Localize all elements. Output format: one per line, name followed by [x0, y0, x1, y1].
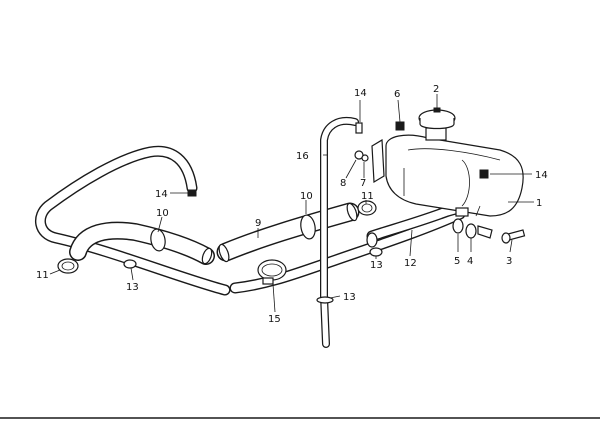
- callout-15: 15: [268, 314, 281, 325]
- callout-2: 2: [433, 84, 439, 95]
- mounting-bracket: [354, 121, 405, 184]
- callout-16: 16: [296, 151, 309, 162]
- callout-14-left: 14: [155, 189, 168, 200]
- lower-hose-left: [69, 221, 215, 265]
- fitting-14-top: [355, 122, 363, 134]
- fitting-14-right: [479, 169, 489, 179]
- hose-clamp-15: [257, 259, 287, 285]
- callout-6: 6: [394, 89, 400, 100]
- callout-14-right: 14: [535, 170, 548, 181]
- hose-clamp-13a: [123, 259, 137, 269]
- hose-clamp: [300, 214, 316, 240]
- hose-clamp-11-left: [57, 258, 79, 274]
- expansion-tank: [385, 127, 524, 217]
- washers-bolt: [452, 218, 526, 244]
- callout-9: 9: [255, 218, 261, 229]
- callout-13-bottom: 13: [343, 292, 356, 303]
- callout-1: 1: [536, 198, 542, 209]
- callouts: 1 2 3 4 5 6 7 8 9 10 10 11 11 12 13 13 1…: [36, 84, 548, 325]
- callout-5: 5: [454, 256, 460, 267]
- callout-10-left: 10: [156, 208, 169, 219]
- fitting-14-left: [187, 189, 197, 197]
- upper-hose-9: [216, 202, 360, 263]
- vertical-tube: [316, 117, 359, 348]
- leader-lines: [49, 94, 534, 313]
- callout-4: 4: [467, 256, 473, 267]
- callout-10-right: 10: [300, 191, 313, 202]
- callout-13-left: 13: [126, 282, 139, 293]
- hose-clamp-11-right: [357, 200, 377, 216]
- callout-14-top: 14: [354, 88, 367, 99]
- callout-3: 3: [506, 256, 512, 267]
- pressure-cap: [418, 107, 456, 130]
- callout-13-right: 13: [370, 260, 383, 271]
- hose-clamp-13b: [369, 247, 383, 257]
- callout-11-left: 11: [36, 270, 49, 281]
- callout-11-right: 11: [361, 191, 374, 202]
- callout-12: 12: [404, 258, 417, 269]
- callout-7: 7: [360, 178, 366, 189]
- hose-clamp: [150, 228, 166, 252]
- callout-8: 8: [340, 178, 346, 189]
